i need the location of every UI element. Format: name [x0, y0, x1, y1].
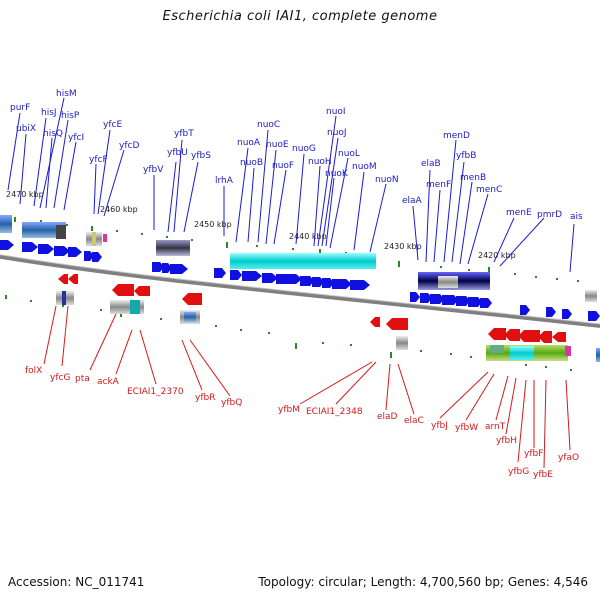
minus-strand-features — [56, 291, 600, 362]
scale-label-2440: 2440 kbp — [289, 232, 327, 241]
scale-label-2430: 2430 kbp — [384, 242, 422, 251]
gene-label-nuoA: nuoA — [237, 138, 261, 148]
gene-label-yfcI: yfcI — [68, 133, 84, 143]
genome-backbone-highlight — [0, 254, 600, 325]
gene-label-yfbE: yfbE — [533, 470, 553, 480]
gene-label-ECIAI1_2348: ECIAI1_2348 — [306, 407, 363, 417]
plus-callout-lines — [7, 97, 575, 273]
gene-label-yfbU: yfbU — [167, 148, 188, 158]
minus-strand-arrows — [58, 274, 566, 343]
minus-callout-lines — [43, 305, 571, 469]
gene-label-ais: ais — [570, 212, 583, 222]
gene-label-nuoL: nuoL — [338, 149, 360, 159]
gene-label-menB: menB — [460, 173, 486, 183]
gene-label-nuoJ: nuoJ — [327, 128, 347, 138]
outer-tick-ring — [14, 217, 579, 282]
gene-label-elaD: elaD — [377, 412, 398, 422]
gene-label-elaC: elaC — [404, 416, 424, 426]
gene-label-nuoK: nuoK — [325, 169, 349, 179]
gene-label-nuoM: nuoM — [352, 162, 377, 172]
gene-label-yfbB: yfbB — [456, 151, 476, 161]
gene-label-ackA: ackA — [97, 377, 120, 387]
plus-gene-labels: purF ubiX hisJ hisM hisQ hisP yfcI yfcE … — [10, 89, 583, 222]
plus-strand-arrows — [0, 240, 600, 321]
gene-label-folX: folX — [25, 366, 42, 376]
minus-gene-labels: folX yfcG pta ackA ECIAI1_2370 yfbR yfbQ… — [25, 366, 579, 480]
gene-label-arnT: arnT — [485, 422, 506, 432]
gene-label-yfcG: yfcG — [50, 373, 70, 383]
gene-label-nuoF: nuoF — [272, 161, 294, 171]
accession-text: Accession: NC_011741 — [8, 575, 145, 589]
gene-label-yfbT: yfbT — [174, 129, 194, 139]
gene-label-hisJ: hisJ — [41, 108, 57, 118]
gene-label-pta: pta — [75, 374, 90, 384]
scale-label-2460: 2460 kbp — [100, 205, 138, 214]
genome-backbone — [0, 254, 600, 328]
gene-label-yfbS: yfbS — [191, 151, 211, 161]
scale-label-2450: 2450 kbp — [194, 220, 232, 229]
gene-label-yfbM: yfbM — [278, 405, 300, 415]
gene-label-nuoI: nuoI — [326, 107, 346, 117]
gene-label-yfbV: yfbV — [143, 165, 164, 175]
plus-strand-features — [0, 215, 597, 302]
gene-label-lrhA: lrhA — [215, 176, 234, 186]
gene-label-yfbQ: yfbQ — [221, 398, 242, 408]
gene-label-elaA: elaA — [402, 196, 423, 206]
gene-label-nuoN: nuoN — [375, 175, 399, 185]
gene-label-ubiX: ubiX — [16, 124, 36, 134]
gene-label-hisQ: hisQ — [43, 129, 63, 139]
gene-label-ECIAI1_2370: ECIAI1_2370 — [127, 387, 184, 397]
gene-label-hisM: hisM — [56, 89, 77, 99]
gene-label-menF: menF — [426, 180, 451, 190]
gene-label-menD: menD — [443, 131, 470, 141]
gene-label-purF: purF — [10, 103, 30, 113]
map-title: Escherichia coli IAI1, complete genome — [162, 9, 438, 24]
gene-label-yfbH: yfbH — [496, 436, 517, 446]
gene-label-nuoE: nuoE — [266, 140, 289, 150]
gene-label-yfbR: yfbR — [195, 393, 215, 403]
gene-label-elaB: elaB — [421, 159, 441, 169]
scale-label-2470: 2470 kbp — [6, 190, 44, 199]
gene-label-hisP: hisP — [61, 111, 80, 121]
gene-label-nuoB: nuoB — [240, 158, 263, 168]
topology-text: Topology: circular; Length: 4,700,560 bp… — [258, 575, 588, 589]
gene-label-menE: menE — [506, 208, 532, 218]
gene-label-yfbJ: yfbJ — [431, 421, 448, 431]
gene-label-yfbG: yfbG — [508, 467, 529, 477]
gene-label-yfaO: yfaO — [558, 453, 579, 463]
gene-label-yfbF: yfbF — [524, 449, 543, 459]
gene-label-menC: menC — [476, 185, 502, 195]
gene-label-yfcD: yfcD — [119, 141, 139, 151]
gene-label-yfbW: yfbW — [455, 423, 478, 433]
gene-label-nuoG: nuoG — [292, 144, 316, 154]
gene-label-nuoH: nuoH — [308, 157, 332, 167]
gene-label-pmrD: pmrD — [537, 210, 562, 220]
gene-label-nuoC: nuoC — [257, 120, 280, 130]
gene-label-yfcF: yfcF — [89, 155, 108, 165]
gene-label-yfcE: yfcE — [103, 120, 122, 130]
